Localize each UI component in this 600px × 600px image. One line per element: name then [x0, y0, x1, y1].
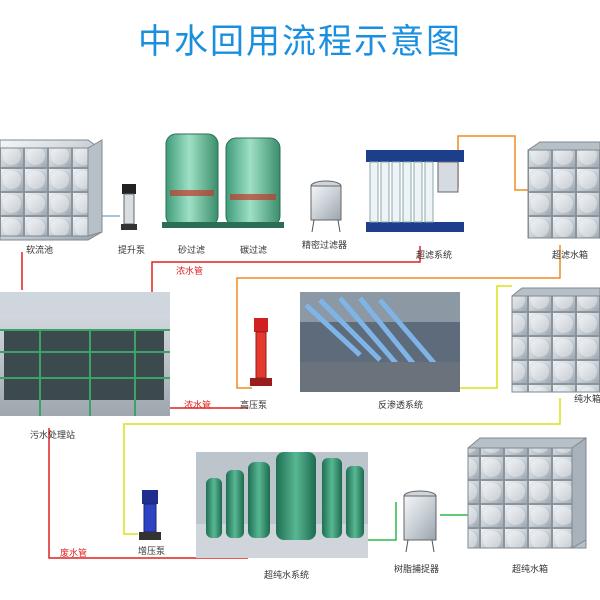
- sand-filter: [162, 134, 222, 228]
- label-concentrate-pipe-1: 浓水管: [176, 264, 203, 277]
- label-waste-pipe: 废水管: [60, 546, 87, 559]
- label-buffer-tank: 软流池: [26, 243, 53, 256]
- buffer-tank: [0, 140, 102, 240]
- label-pure-tank: 纯水箱: [574, 392, 600, 405]
- sewage-station: [0, 292, 170, 416]
- pure-tank: [512, 288, 600, 392]
- label-uf-system: 超滤系统: [416, 248, 452, 261]
- diagram-title: 中水回用流程示意图: [0, 14, 600, 63]
- precision-filter: [311, 181, 341, 232]
- yellow-pipe-ro: [460, 286, 512, 388]
- label-ultrapure-system: 超纯水系统: [264, 568, 309, 581]
- label-sewage-station: 污水处理站: [30, 428, 75, 441]
- green-pipe-ultrapure: [368, 502, 396, 540]
- label-sand-filter: 砂过滤: [178, 243, 205, 256]
- label-resin-trap: 树脂捕捉器: [394, 562, 439, 575]
- uf-system: [366, 150, 464, 232]
- label-ultrapure-tank: 超纯水箱: [512, 562, 548, 575]
- ultrapure-system: [196, 452, 368, 558]
- hp-pump: [250, 318, 272, 386]
- label-lift-pump: 提升泵: [118, 243, 145, 256]
- lift-pump: [121, 184, 137, 230]
- label-booster-pump: 增压泵: [138, 544, 165, 557]
- label-precision-filter: 精密过滤器: [302, 238, 347, 251]
- label-ro-system: 反渗透系统: [378, 398, 423, 411]
- label-concentrate-pipe-2: 浓水管: [184, 398, 211, 411]
- booster-pump: [139, 490, 161, 540]
- ro-system: [300, 292, 460, 392]
- uf-tank: [528, 142, 600, 238]
- label-hp-pump: 高压泵: [240, 398, 267, 411]
- ultrapure-tank: [468, 438, 586, 548]
- resin-trap: [404, 491, 436, 552]
- carbon-filter: [222, 138, 284, 228]
- label-uf-tank: 超滤水箱: [552, 248, 588, 261]
- label-carbon-filter: 碳过滤: [240, 243, 267, 256]
- orange-pipe-uf: [458, 136, 528, 190]
